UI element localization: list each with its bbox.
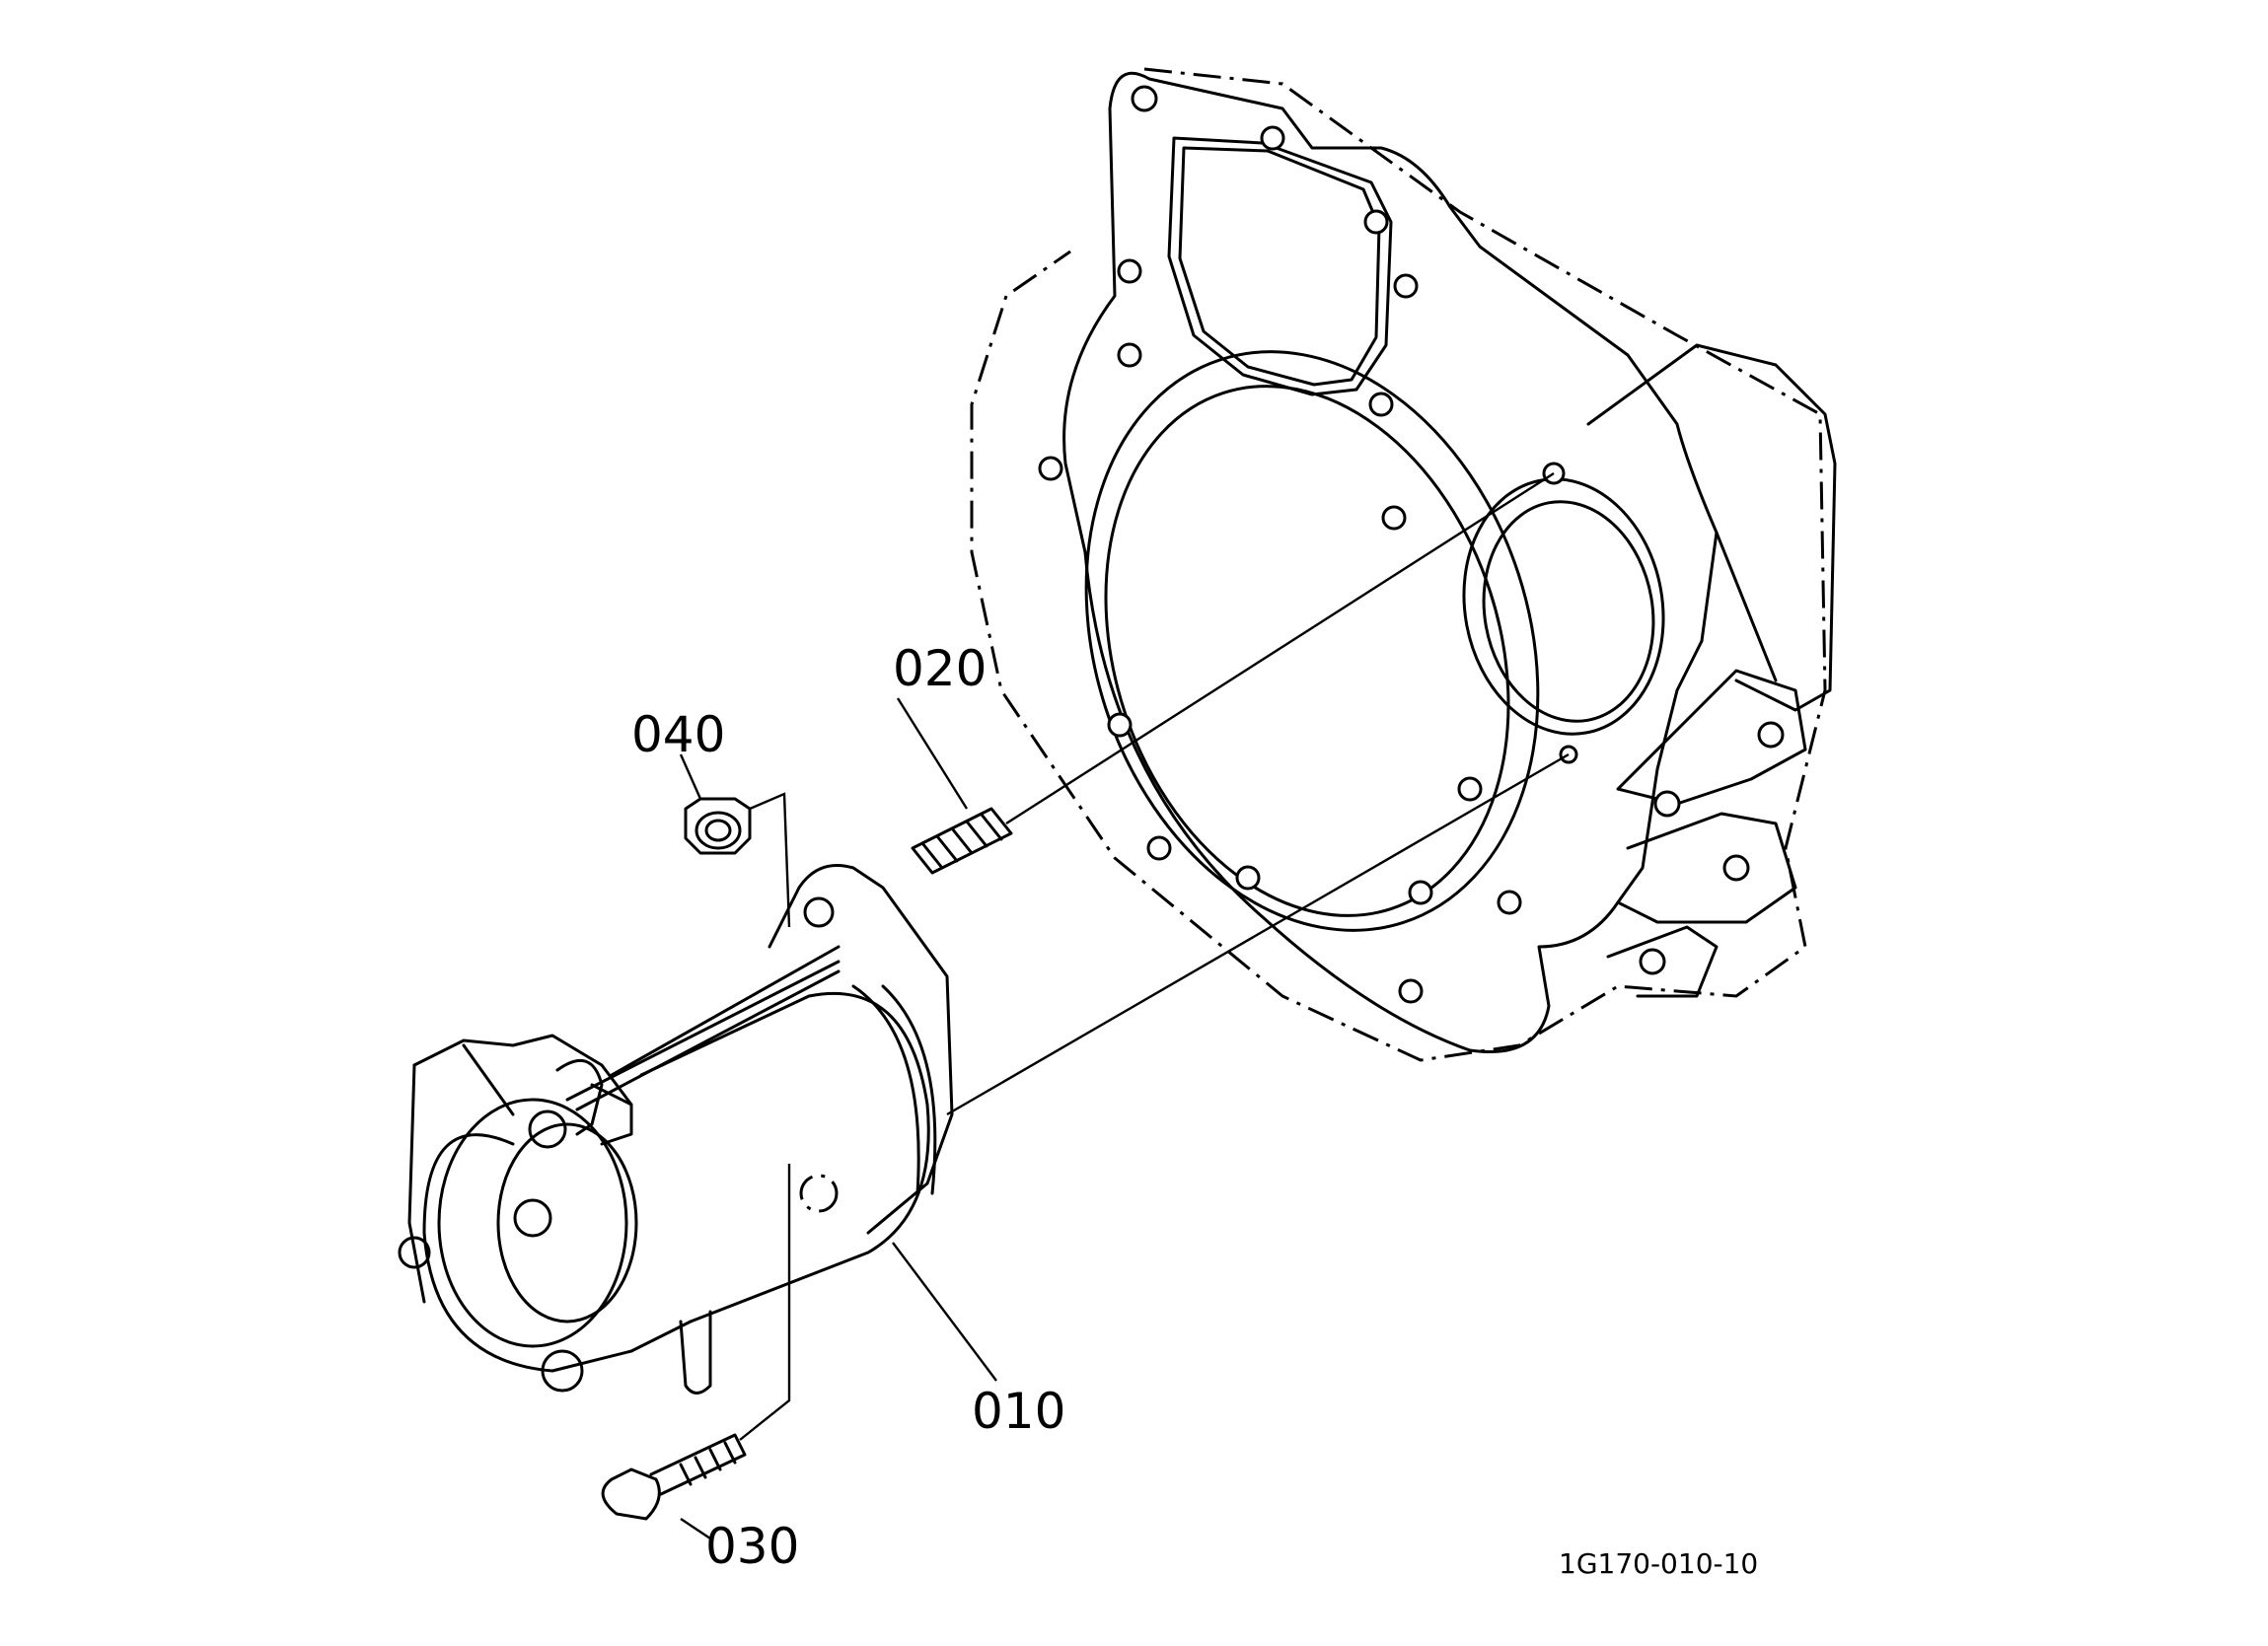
figure-reference-code: 1G170-010-10 (1559, 1547, 1758, 1580)
flange-nut (684, 797, 752, 855)
callout-030: 030 (705, 1518, 799, 1575)
callout-010: 010 (972, 1383, 1065, 1440)
hex-bolt (601, 1433, 747, 1521)
stud-bolt (911, 807, 1013, 875)
assembly-lines (679, 471, 1570, 1539)
flywheel-housing (970, 67, 1837, 1062)
starter-motor (398, 864, 954, 1395)
callout-020: 020 (893, 640, 987, 697)
callout-040: 040 (631, 706, 725, 763)
